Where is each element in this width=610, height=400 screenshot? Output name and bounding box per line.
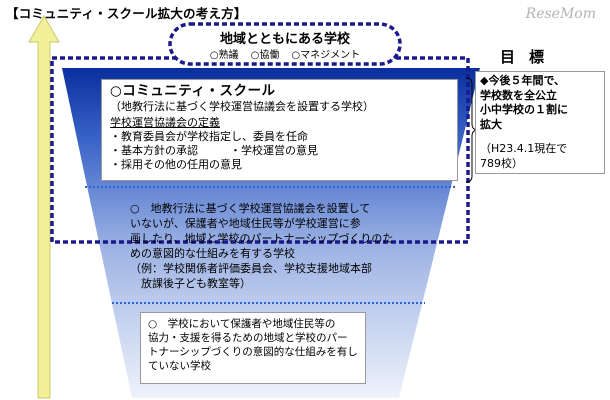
goal-note: 789校） [480, 156, 523, 170]
tier-1-item: ・学校運営の意見 [230, 144, 318, 157]
motto-item: ○協働 [250, 50, 280, 61]
goal-box: ◆今後５年間で、 学校数を全公立 小中学校の１割に 拡大 （H23.4.1現在で… [475, 71, 605, 174]
tier-3-line: ていない学校 [148, 360, 211, 372]
tier-2-line: ○ 地教行法に基づく学校運営協議会を設置して [130, 202, 371, 215]
goal-line: 小中学校の１割に [480, 103, 568, 116]
motto-title: 地域とともにある学校 [219, 32, 350, 47]
growth-arrow [28, 14, 60, 399]
tier-2-line: いないが、保護者や地域住民等が学校運営に参 [130, 217, 361, 230]
tier-1-item: ・教育委員会が学校指定し、委員を任命 [110, 130, 308, 143]
tier-1-subtitle: （地教行法に基づく学校運営協議会を設置する学校） [110, 100, 374, 113]
goal-title: 目標 [500, 48, 559, 66]
motto-items: ○熟議 ○協働 ○マネジメント [170, 46, 400, 61]
tier-2-box: ○ 地教行法に基づく学校運営協議会を設置して いないが、保護者や地域住民等が学校… [122, 196, 475, 292]
tier-1-title: ○コミュニティ・スクール [110, 83, 276, 99]
tier-2-line: 放課後子ども教室等） [130, 277, 251, 290]
tier-1-item: ・採用その他の任用の意見 [110, 158, 242, 171]
tier-3-line: トナーシップづくりの意図的な仕組みを有し [148, 346, 358, 358]
watermark-logo: ReseMom [525, 6, 596, 22]
goal-line: 拡大 [480, 117, 502, 131]
tier-3-box: ○ 学校において保護者や地域住民等の 協力・支援を得るための地域と学校のパー ト… [140, 312, 366, 384]
goal-line: 学校数を全公立 [480, 88, 557, 102]
page-title: 【コミュニティ・スクール拡大の考え方】 [6, 6, 247, 21]
tier-2-line: 画したり、地域と学校のパートナーシップづくりのた [130, 232, 394, 245]
tier-3-line: 協力・支援を得るための地域と学校のパー [148, 332, 348, 344]
tier-1-item: ・基本方針の承認 [110, 144, 198, 157]
tier-2-line: （例：学校関係者評価委員会、学校支援地域本部 [130, 262, 372, 275]
motto-item: ○熟議 [209, 50, 239, 61]
tier-3-line: ○ 学校において保護者や地域住民等の [148, 318, 336, 330]
motto-item: ○マネジメント [291, 50, 361, 61]
tier-1-definition-title: 学校運営協議会の定義 [110, 116, 220, 129]
tier-2-line: めの意図的な仕組みを有する学校 [130, 247, 295, 260]
goal-note: （H23.4.1現在で [480, 142, 568, 155]
motto-outline [168, 22, 402, 66]
tier-1-box: ○コミュニティ・スクール （地教行法に基づく学校運営協議会を設置する学校） 学校… [101, 79, 458, 181]
goal-line: ◆今後５年間で、 [480, 74, 566, 87]
